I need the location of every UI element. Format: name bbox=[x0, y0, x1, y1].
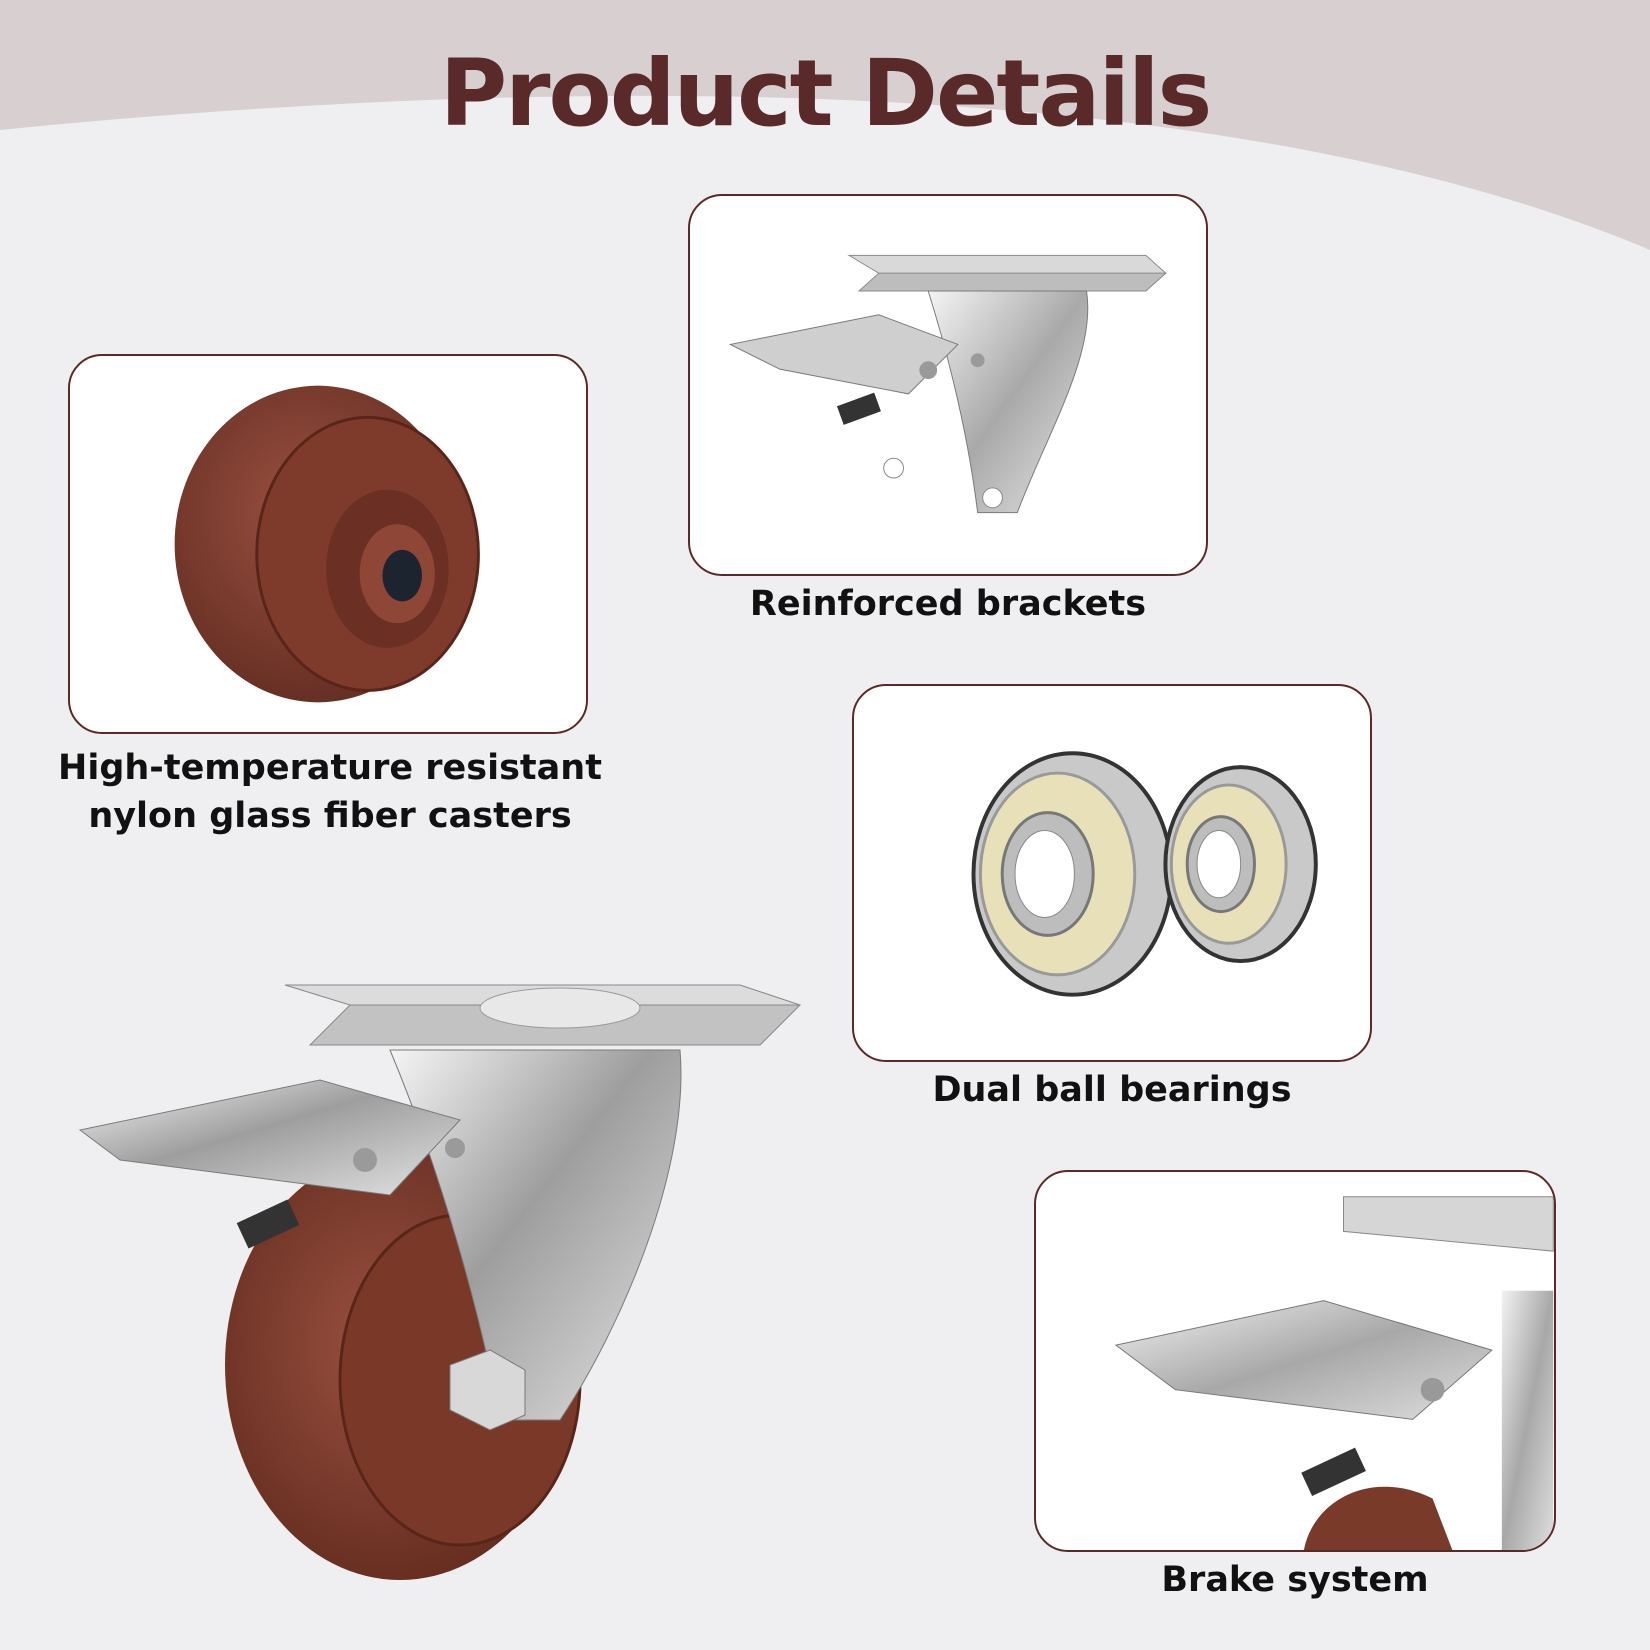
brake-closeup-image bbox=[1114, 1196, 1554, 1550]
bracket-caption: Reinforced brackets bbox=[749, 584, 1147, 624]
ball-bearings-image bbox=[971, 751, 1318, 997]
nylon-wheel-image bbox=[174, 385, 480, 703]
bearings-card bbox=[852, 684, 1372, 1062]
wheel-caption-line2: nylon glass fiber casters bbox=[88, 796, 572, 836]
wheel-caption: High-temperature resistant nylon glass f… bbox=[40, 744, 620, 840]
brake-caption: Brake system bbox=[1161, 1560, 1429, 1600]
page-title: Product Details bbox=[439, 40, 1213, 147]
wheel-caption-line1: High-temperature resistant bbox=[58, 748, 602, 788]
brake-card bbox=[1034, 1170, 1556, 1552]
caster-bracket-image bbox=[728, 254, 1167, 514]
wheel-card bbox=[68, 354, 588, 734]
caster-product-image bbox=[78, 984, 802, 1580]
bracket-card bbox=[688, 194, 1208, 576]
bearings-caption: Dual ball bearings bbox=[932, 1070, 1292, 1110]
